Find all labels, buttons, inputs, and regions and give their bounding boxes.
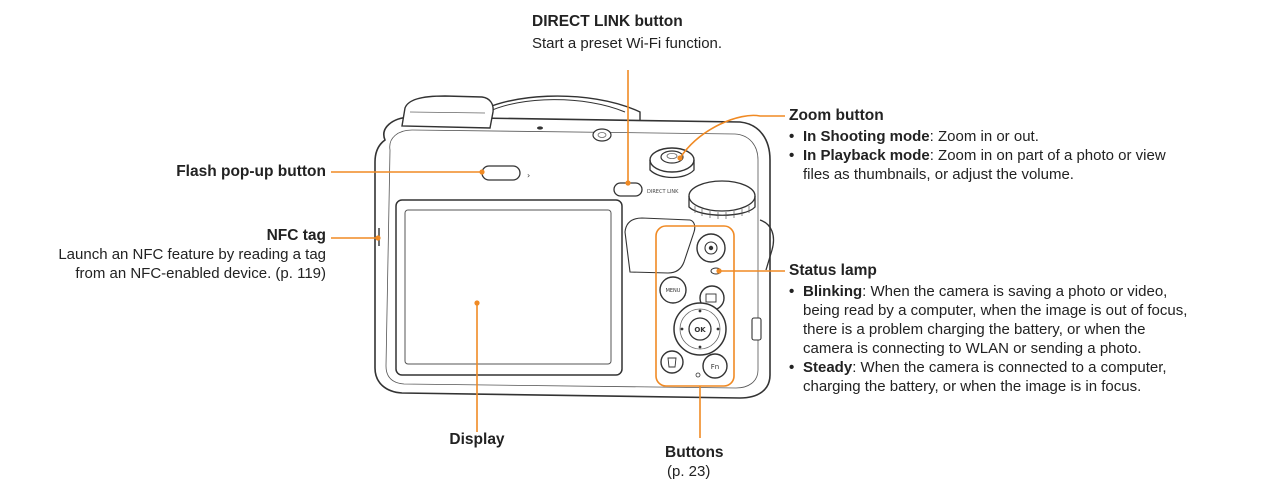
svg-text:›: › — [527, 171, 530, 180]
zoom-title: Zoom button — [789, 107, 884, 124]
menu-button — [659, 276, 687, 304]
lens-ring — [487, 99, 626, 113]
svg-text:Fn: Fn — [711, 363, 719, 371]
direct-link-print: DIRECT LINK — [647, 189, 679, 195]
buttons-title: Buttons — [665, 444, 724, 461]
nfc-tag-title: NFC tag — [266, 227, 326, 244]
strap-lug — [759, 219, 775, 271]
nfc-tag-desc-line1: Launch an NFC feature by reading a tag — [58, 246, 326, 263]
zoom-callout: Zoom button •In Shooting mode: Zoom in o… — [789, 106, 1259, 184]
lcd-screen — [404, 209, 612, 365]
svg-text:MENU: MENU — [666, 288, 681, 294]
flash-popup-button — [481, 165, 521, 181]
leader-zoom — [679, 114, 785, 159]
buttons-highlight — [655, 225, 735, 387]
flash-housing — [401, 95, 494, 129]
display-title: Display — [449, 431, 505, 448]
speaker-dot — [537, 126, 543, 130]
zoom-item-shooting: •In Shooting mode: Zoom in or out. — [789, 128, 1039, 145]
status-lamp-callout: Status lamp •Blinking: When the camera i… — [789, 261, 1269, 396]
zoom-item-playback: •In Playback mode: Zoom in on part of a … — [789, 147, 1166, 183]
camera-body-bevel — [385, 129, 759, 389]
side-port — [751, 317, 762, 341]
nfc-tag-callout: NFC tag Launch an NFC feature by reading… — [0, 226, 326, 283]
svg-text:OK: OK — [694, 326, 706, 334]
direct-link-callout: DIRECT LINK button Start a preset Wi-Fi … — [532, 12, 792, 53]
direct-link-desc: Start a preset Wi-Fi function. — [532, 35, 723, 52]
flash-popup-title: Flash pop-up button — [176, 163, 326, 180]
fn-button — [702, 353, 728, 379]
mode-dial — [688, 180, 756, 212]
direct-link-title: DIRECT LINK button — [532, 13, 683, 30]
leader-lines — [331, 70, 785, 438]
nfc-tag-desc-line2: from an NFC-enabled device. (p. 119) — [75, 265, 326, 282]
status-item-steady: •Steady: When the camera is connected to… — [789, 359, 1167, 395]
delete-button — [660, 350, 684, 374]
ok-button — [688, 317, 712, 341]
buttons-callout: Buttons (p. 23) — [665, 443, 785, 481]
buttons-ref: (p. 23) — [667, 463, 711, 480]
status-item-blinking: •Blinking: When the camera is saving a p… — [789, 283, 1188, 357]
status-lamp-title: Status lamp — [789, 262, 877, 279]
